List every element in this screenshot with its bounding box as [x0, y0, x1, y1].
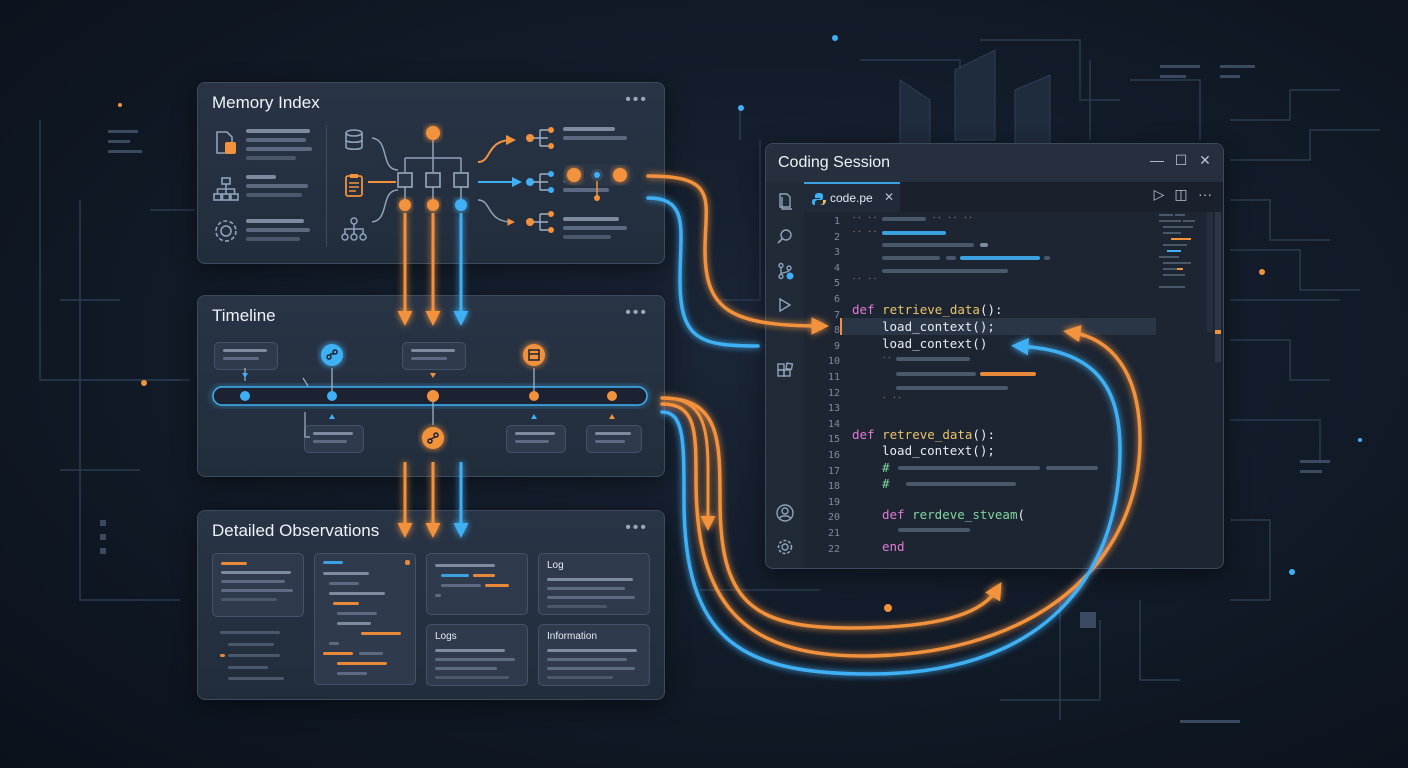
timeline-panel: Timeline ••• [197, 295, 665, 477]
line-number: 16 [827, 450, 840, 461]
line-number: 20 [827, 512, 840, 524]
close-button[interactable]: ✕ [1199, 152, 1211, 168]
line-number: 6 [833, 294, 840, 305]
coding-session-titlebar: Coding Session — ☐ ✕ [766, 144, 1223, 182]
python-file-icon [812, 193, 826, 205]
code-comment: # [882, 476, 890, 491]
timeline-event-card[interactable] [214, 342, 278, 370]
line-number: 5 [833, 278, 840, 290]
files-icon[interactable] [776, 192, 794, 210]
line-number: 2 [833, 231, 840, 243]
line-number: 17 [827, 465, 840, 477]
detailed-observations-menu-icon[interactable]: ••• [625, 519, 648, 536]
line-number: 15 [827, 434, 840, 446]
extensions-icon[interactable] [776, 362, 794, 380]
code-keyword: def [882, 507, 905, 522]
network-icon [341, 217, 367, 241]
line-number: 18 [827, 481, 840, 493]
code-function-name: rerdeve_stveam [912, 507, 1018, 522]
line-number: 1 [833, 216, 840, 227]
log-card[interactable]: Log [538, 553, 650, 615]
code-keyword: def [852, 302, 875, 317]
observation-card[interactable] [212, 553, 304, 617]
detailed-observations-panel: Detailed Observations ••• [197, 510, 665, 700]
minimize-button[interactable]: — [1150, 152, 1164, 168]
account-icon[interactable] [776, 504, 794, 522]
observation-code-card[interactable] [314, 553, 416, 685]
editor-tabbar: code.pe ✕ ▷ ◫ ··· [804, 182, 1223, 212]
line-number: 9 [833, 340, 840, 352]
line-number: 4 [833, 262, 840, 274]
settings-icon[interactable] [776, 538, 794, 556]
memory-index-title: Memory Index [212, 93, 320, 112]
memory-index-menu-icon[interactable]: ••• [625, 91, 648, 108]
code-function-name: retreve_data [882, 427, 973, 442]
timeline-event-card[interactable] [402, 342, 466, 370]
code-punctuation: (): [979, 302, 1003, 317]
split-editor-button[interactable]: ◫ [1174, 186, 1188, 202]
code-line-9[interactable]: load_context() [882, 336, 988, 351]
observation-code-card[interactable] [426, 553, 528, 615]
line-number: 12 [827, 387, 840, 399]
source-control-icon[interactable] [776, 262, 794, 280]
gear-icon [215, 220, 237, 242]
maximize-button[interactable]: ☐ [1174, 152, 1188, 168]
timeline-event-card[interactable] [586, 425, 642, 453]
search-icon[interactable] [776, 228, 794, 246]
tab-close-icon[interactable]: ✕ [884, 190, 895, 204]
timeline-event-card[interactable] [506, 425, 566, 453]
tab-label: code.pe [830, 191, 873, 205]
logs-card-title: Logs [435, 631, 457, 642]
clipboard-icon [345, 174, 363, 197]
line-number: 10 [827, 356, 840, 368]
line-number: 13 [827, 403, 840, 415]
more-actions-button[interactable]: ··· [1198, 186, 1212, 202]
code-minimap[interactable] [1157, 212, 1213, 332]
line-number: 21 [827, 528, 840, 539]
code-line-16[interactable]: load_context(); [882, 443, 995, 458]
hierarchy-icon [213, 177, 239, 201]
detailed-observations-title: Detailed Observations [212, 521, 380, 540]
tab-code-file[interactable]: code.pe ✕ [804, 182, 900, 212]
line-number: 7 [833, 309, 840, 321]
line-number: 3 [833, 247, 840, 259]
log-card-title: Log [547, 560, 564, 571]
line-number: 14 [827, 418, 840, 430]
code-punctuation: (): [972, 427, 995, 442]
activity-bar [766, 182, 804, 568]
code-line-8[interactable]: load_context(); [882, 319, 995, 334]
line-number: 19 [827, 496, 840, 508]
coding-session-title: Coding Session [778, 154, 891, 171]
code-comment: # [882, 460, 890, 475]
line-number: 22 [827, 543, 840, 555]
run-debug-icon[interactable] [776, 296, 794, 314]
timeline-event-card[interactable] [304, 425, 364, 453]
code-keyword: def [852, 427, 875, 442]
coding-session-window: Coding Session — ☐ ✕ [765, 143, 1224, 569]
code-end-keyword: end [882, 539, 905, 554]
logs-card[interactable]: Logs [426, 624, 528, 686]
timeline-title: Timeline [212, 306, 276, 325]
code-punctuation: ( [1017, 507, 1025, 522]
document-icon [216, 131, 236, 154]
run-file-button[interactable]: ▷ [1153, 186, 1165, 202]
line-number: 11 [827, 372, 840, 383]
timeline-menu-icon[interactable]: ••• [625, 304, 648, 321]
information-card-title: Information [547, 631, 598, 642]
database-icon [345, 129, 363, 151]
code-function-name: retrieve_data [882, 302, 980, 317]
information-card[interactable]: Information [538, 624, 650, 686]
memory-index-panel: Memory Index ••• [197, 82, 665, 264]
